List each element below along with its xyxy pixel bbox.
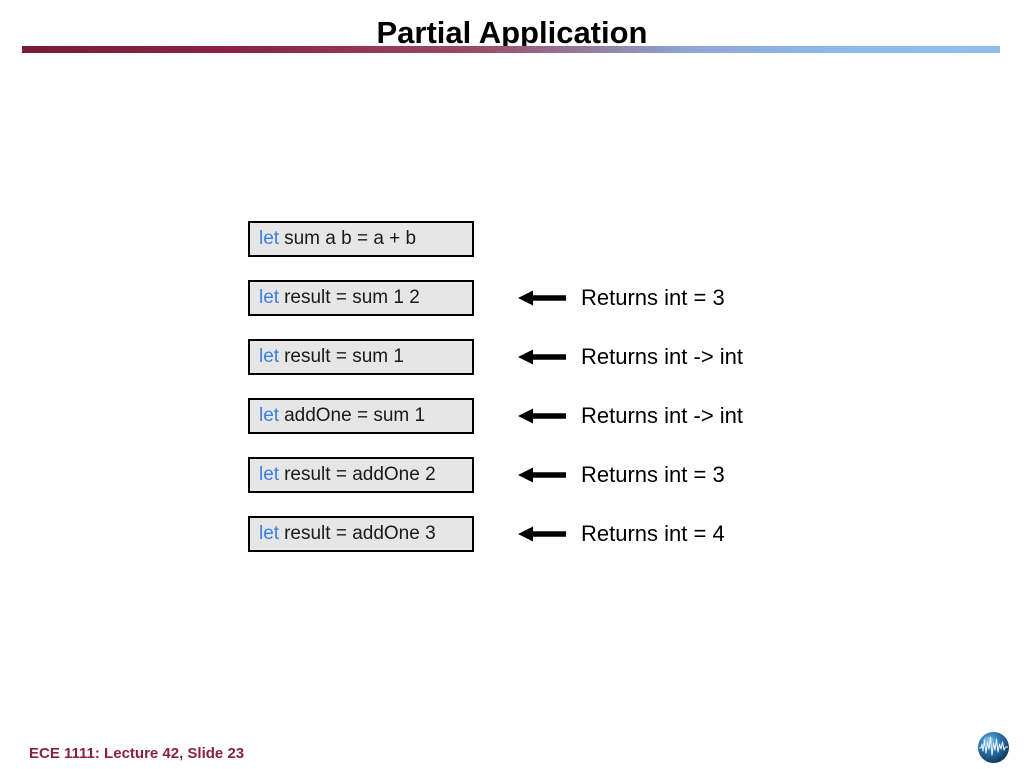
return-annotation-label: Returns int = 4: [581, 521, 725, 546]
return-annotation-label: Returns int = 3: [581, 285, 725, 310]
return-annotation-label: Returns int -> int: [581, 403, 744, 428]
code-expression: result = sum 1: [284, 346, 404, 367]
left-arrow-icon: [518, 347, 566, 367]
code-expression: result = sum 1 2: [284, 287, 420, 308]
return-annotation: Returns int -> int: [518, 398, 743, 434]
code-keyword: let: [259, 228, 280, 249]
code-keyword: let: [259, 464, 280, 485]
code-keyword: let: [259, 523, 280, 544]
code-expression: result = addOne 3: [284, 523, 436, 544]
code-keyword: let: [259, 346, 280, 367]
return-annotation: Returns int = 4: [518, 516, 725, 552]
left-arrow-icon: [518, 524, 566, 544]
return-annotation-label: Returns int = 3: [581, 462, 725, 487]
code-expression: sum a b = a + b: [284, 228, 417, 249]
return-annotation: Returns int = 3: [518, 457, 725, 493]
left-arrow-icon: [518, 288, 566, 308]
left-arrow-icon: [518, 465, 566, 485]
return-annotation-label: Returns int -> int: [581, 344, 744, 369]
globe-waveform-logo-icon: [977, 731, 1010, 764]
left-arrow-icon: [518, 406, 566, 426]
code-expression: result = addOne 2: [284, 464, 436, 485]
return-annotation: Returns int = 3: [518, 280, 725, 316]
footer-label: ECE 1111: Lecture 42, Slide 23: [29, 745, 245, 762]
page-title: Partial Application: [376, 15, 648, 50]
code-expression: addOne = sum 1: [284, 405, 426, 426]
code-keyword: let: [259, 287, 280, 308]
return-annotation: Returns int -> int: [518, 339, 743, 375]
code-keyword: let: [259, 405, 280, 426]
title-divider: [22, 46, 1000, 53]
